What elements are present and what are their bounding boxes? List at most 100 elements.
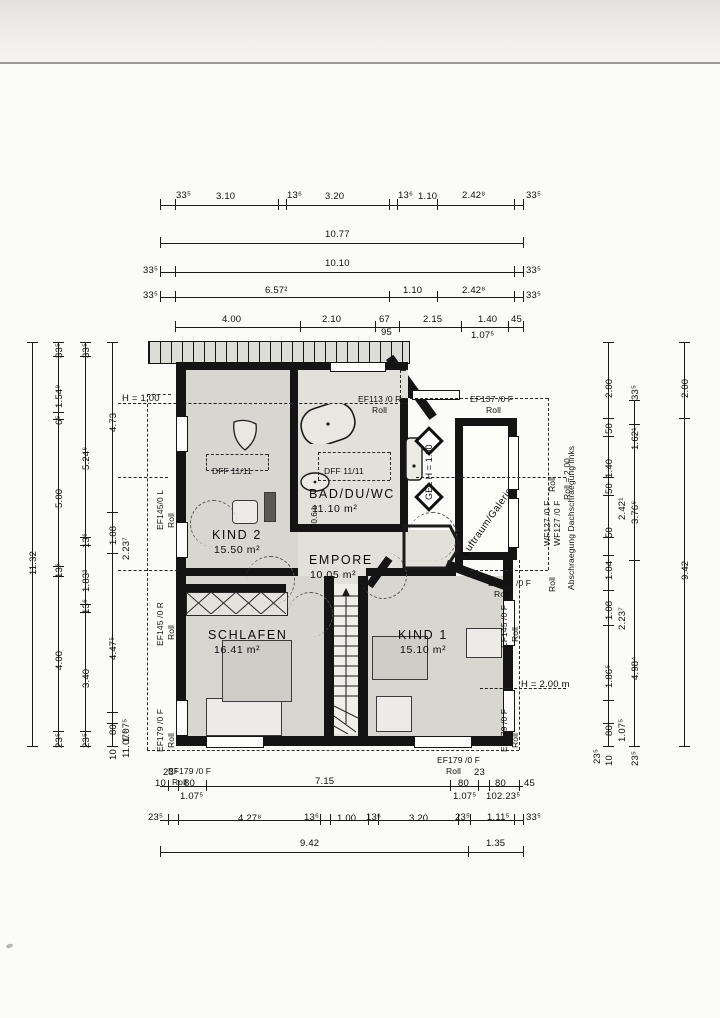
exterior-wall-top [176,362,408,370]
dim-left4-5: 80 [108,724,119,735]
window-label-bottom-2: EF179 /0 F [437,755,481,765]
dim-top5-5: 1.40 [478,314,498,325]
window-label-top-1: EF113 /0 R [358,394,402,404]
dim-left2-2: 6⁵ [54,415,65,425]
roof-overhang-hatch [148,341,410,364]
dim-left4-0: 4.73 [108,412,119,432]
window-opening-left-1[interactable] [176,416,188,452]
window-opening-bottom-1[interactable] [206,736,264,748]
dim-right1-6: 1.08 [604,600,615,620]
room-label-kind2: KIND 2 [212,528,262,542]
room-label-kind1: KIND 1 [398,628,448,642]
dim-bot1-4: 7.15 [315,776,335,787]
dim-top1-7: 33⁵ [526,190,542,201]
dim-left3-1: 5.24⁶ [81,446,92,470]
window-opening-left-3[interactable] [176,700,188,736]
dim-top5-0: 4.00 [222,314,242,325]
roof-window-label-1: DFF 11/11 [212,466,252,476]
window-opening-right-2[interactable] [503,690,515,732]
wall-schlafen-top-band [186,584,286,594]
shower-diamond-icon [414,426,444,456]
dim-bot2-3: 1.00 [337,813,357,824]
dim-top2-0: 10.77 [325,229,350,240]
window-label-right-2: EF145 /0 F [499,604,509,648]
window-roll-bottom-2: Roll [446,766,462,776]
dim-top4-0: 33⁵ [143,290,159,301]
dim-bot2-1: 4.27⁸ [238,813,262,824]
window-opening-bottom-2[interactable] [414,736,472,748]
furniture-wardrobe-kind1 [466,628,502,658]
dim-left1-0: 11.32 [28,550,39,575]
window-opening-gallery-2[interactable] [508,498,519,548]
dim-bot2-5: 3.20 [409,813,429,824]
gel-height-label: GEL H = 1.00 [424,444,434,500]
dim-top5-4: 2.15 [423,314,443,325]
height-label-left: H = 1.00 [122,393,160,404]
window-roll-right-1: Roll [494,589,510,599]
room-fill-luftraum [463,426,508,552]
wall-gallery-top [455,418,517,426]
dim-right2-1: 1.62¹ [630,427,641,450]
window-opening-gallery-1[interactable] [508,436,519,490]
window-label-left-1: EF145/0 L [155,489,165,530]
room-label-bad: BAD/DU/WC [309,487,395,501]
dim-bot2-6: 23⁵ [455,812,471,823]
dim-right1-5: 1.04 [604,560,615,580]
dim-bot1-9: 80 [495,778,506,789]
dim-top5-3: 95 [381,327,392,338]
dim-left2-3: 5.00 [54,488,65,508]
window-roll-bottom-1: Roll [172,777,188,787]
interior-wall-bad-left [290,370,298,532]
window-roll-top-1: Roll [372,405,388,415]
dim-top3-0: 33⁵ [143,265,159,276]
window-opening-top-1[interactable] [330,362,386,372]
dim-right1-4: 50 [604,527,615,538]
dim-left2-1: 1.54⁹ [54,384,65,408]
dim-top1-5: 1.10 [418,191,438,202]
interior-wall-bad-right [400,398,408,532]
dim-right1-12: 10 [604,755,615,766]
furniture-desk-kind1 [372,636,428,680]
furniture-bed-schlafen [206,698,282,736]
room-area-kind1: 15.10 m² [400,644,447,656]
window-label-left-2: EF145 /0 R [155,602,165,646]
shower-diamond-icon-2 [414,482,444,512]
window-roll-right-3: Roll [510,732,520,748]
interior-wall-kind2-bottom [186,568,298,576]
window-opening-top-2[interactable] [412,390,460,400]
dim-left4-3: 4.47⁵ [108,636,119,660]
window-opening-left-2[interactable] [176,522,188,558]
window-roll-right-5: Roll [547,476,557,492]
dim-right1-1: 50 [604,423,615,434]
dim-bot1-11: 45 [524,778,535,789]
dim-right2-4: 4.98⁴ [630,656,641,680]
bathtub-icon [300,404,356,444]
dim-bot2-0: 23⁵ [148,812,164,823]
dim-left2-5: 4.00 [54,650,65,670]
room-area-empore: 10.05 m² [310,569,357,581]
dim-bot1-2: 1.07⁵ [180,791,204,802]
window-label-right-5: WF127 /0 F [552,500,562,546]
window-label-right-1: EF103 /0 F [488,578,532,588]
dim-top1-4: 13⁶ [398,190,414,201]
dim-left4-4: 10 [108,749,119,760]
toilet-icon [405,437,423,481]
furniture-rug-schlafen [222,640,292,702]
dim-top4-1: 6.57² [265,285,288,296]
dim-right2-2: 3.76⁶ [630,500,641,524]
exterior-wall-bottom [176,736,513,746]
dim-bot2-4: 13⁶ [366,812,382,823]
window-roll-right-2: Roll [510,626,520,642]
dim-left3-0: 33⁵ [81,342,92,358]
staircase-icon [334,584,358,734]
room-area-kind2: 15.50 m² [214,544,261,556]
dim-left4-2: 2.23⁷ [121,537,132,560]
dim-right1-2: 1.40 [604,458,615,478]
dim-right2-5: 23⁵ [630,750,641,766]
dim-right1-7: 2.23⁷ [617,607,628,630]
dim-bot2-8: 33⁵ [526,812,542,823]
window-opening-right-1[interactable] [503,600,515,646]
dim-top5-7: 1.07⁵ [471,330,495,341]
dim-left4-1: 1.08 [108,525,119,545]
scan-shadow [0,0,720,62]
